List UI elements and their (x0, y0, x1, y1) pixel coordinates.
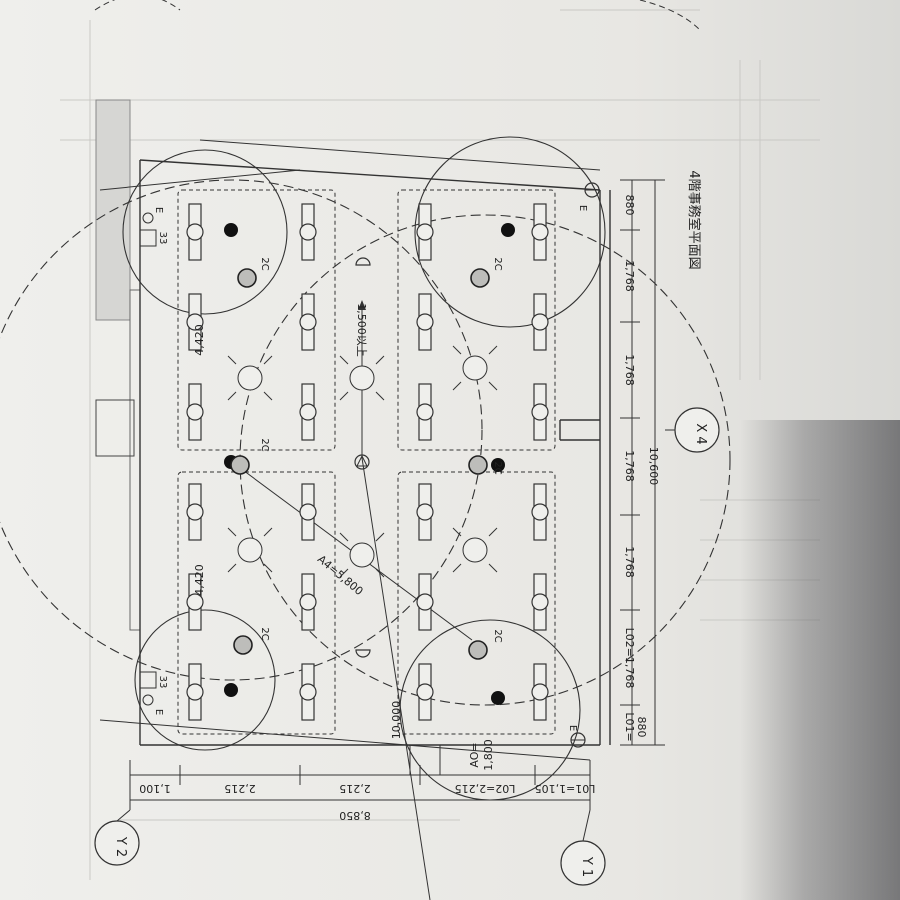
fluorescent-luminaire (416, 203, 434, 261)
dimension-lines-right (620, 179, 665, 746)
fluorescent-luminaire (299, 663, 317, 721)
dim-right-4: 1,768 (623, 546, 636, 578)
smoke-detector-icon (233, 635, 253, 655)
dim-right-0: 880 (623, 195, 636, 216)
fluorescent-luminaire (186, 383, 204, 441)
grid-label-y2: Y 2 (113, 836, 128, 857)
exit-label-right-top: E (577, 205, 588, 211)
dim-bottom-1: 2,215 (224, 782, 256, 795)
fluorescent-luminaire (416, 383, 434, 441)
sensor-dot (491, 458, 505, 472)
fluorescent-luminaire (299, 573, 317, 631)
room-outline (139, 159, 611, 746)
fluorescent-luminaire (186, 203, 204, 261)
downlight (339, 532, 385, 578)
photo-shadow (740, 420, 900, 900)
detector-label-5: 2C (492, 629, 503, 642)
sensor-dot (491, 691, 505, 705)
fluorescent-luminaire (531, 483, 549, 541)
smoke-detector-icon (468, 640, 488, 660)
fluorescent-luminaire (186, 663, 204, 721)
detector-label-4: 2C (259, 627, 270, 640)
vertical-distance-label: 10,000 (390, 701, 403, 740)
dim-bottom-total: 8,850 (339, 809, 371, 822)
fluorescent-luminaire (531, 383, 549, 441)
circle-radius-label-top: 4,420 (193, 324, 206, 356)
dim-right-3: 1,768 (623, 450, 636, 482)
downlight (227, 355, 273, 401)
smoke-detector-icon (230, 455, 250, 475)
sensor-dot (224, 683, 238, 697)
dim-right-6: 880 (635, 717, 648, 738)
luminaire-layer (139, 203, 549, 721)
radial-lines (99, 139, 601, 900)
dim-bottom-4: L01=1,105 (535, 782, 596, 795)
wall-symbols (142, 182, 600, 748)
exit-label-bottom: E (153, 709, 164, 715)
downlight (452, 345, 498, 391)
dim-bottom-3: L02=2,215 (455, 782, 516, 795)
fluorescent-luminaire (531, 663, 549, 721)
fluorescent-luminaire (186, 573, 204, 631)
fixture-zones (177, 189, 556, 735)
outlet-icon (139, 229, 157, 247)
drawing-title: 4階事務室平面図 (686, 170, 702, 269)
sensor-dot (224, 223, 238, 237)
downlight (452, 527, 498, 573)
fluorescent-luminaire (299, 293, 317, 351)
fluorescent-luminaire (416, 663, 434, 721)
grid-bubbles (94, 407, 720, 886)
downlight (339, 355, 385, 401)
bleed-through-lines (60, 9, 820, 880)
exit-label-right-bottom: E (567, 725, 578, 731)
fluorescent-luminaire (299, 483, 317, 541)
fluorescent-luminaire (186, 293, 204, 351)
exit-label-top: E (153, 207, 164, 213)
ao-label-line2: 1,800 (482, 739, 495, 771)
fluorescent-luminaire (186, 483, 204, 541)
dim-bottom-2: 2,215 (339, 782, 371, 795)
fluorescent-luminaire (416, 293, 434, 351)
grid-label-x4: X 4 (693, 423, 708, 444)
fluorescent-luminaire (531, 573, 549, 631)
grid-label-y1: Y 1 (579, 856, 594, 877)
detector-label-1: 2C (492, 257, 503, 270)
fluorescent-luminaire (299, 203, 317, 261)
sensor-dot (501, 223, 515, 237)
dimension-lines-bottom (129, 745, 591, 810)
fluorescent-luminaire (531, 203, 549, 261)
dim-right-5: L02=1,768 (623, 628, 636, 689)
smoke-detector-icon (468, 455, 488, 475)
dim-right-2: 1,768 (623, 354, 636, 386)
ao-label-line1: AO= (468, 742, 481, 767)
min-distance-label: 1,500以上 (355, 303, 368, 357)
fluorescent-luminaire (416, 573, 434, 631)
dim-right-6: L01= (623, 712, 636, 741)
wall-code-bottom: 33 (157, 676, 168, 689)
dim-right-1: 1,768 (623, 260, 636, 292)
fluorescent-luminaire (416, 483, 434, 541)
outlet-icon (139, 671, 157, 689)
downlight (227, 527, 273, 573)
detector-label-2: 2C (259, 438, 270, 451)
fluorescent-luminaire (299, 383, 317, 441)
smoke-detector-icon (470, 268, 490, 288)
smoke-detector-icon (237, 268, 257, 288)
detector-label-0: 2C (259, 257, 270, 270)
detector-label-3: 2C (492, 461, 503, 474)
dim-bottom-0: 1,100 (139, 782, 171, 795)
fluorescent-luminaire (531, 293, 549, 351)
circle-radius-label-bottom: 4,420 (193, 564, 206, 596)
dim-right-total: 10,600 (647, 447, 660, 486)
wall-code-top: 33 (157, 232, 168, 245)
